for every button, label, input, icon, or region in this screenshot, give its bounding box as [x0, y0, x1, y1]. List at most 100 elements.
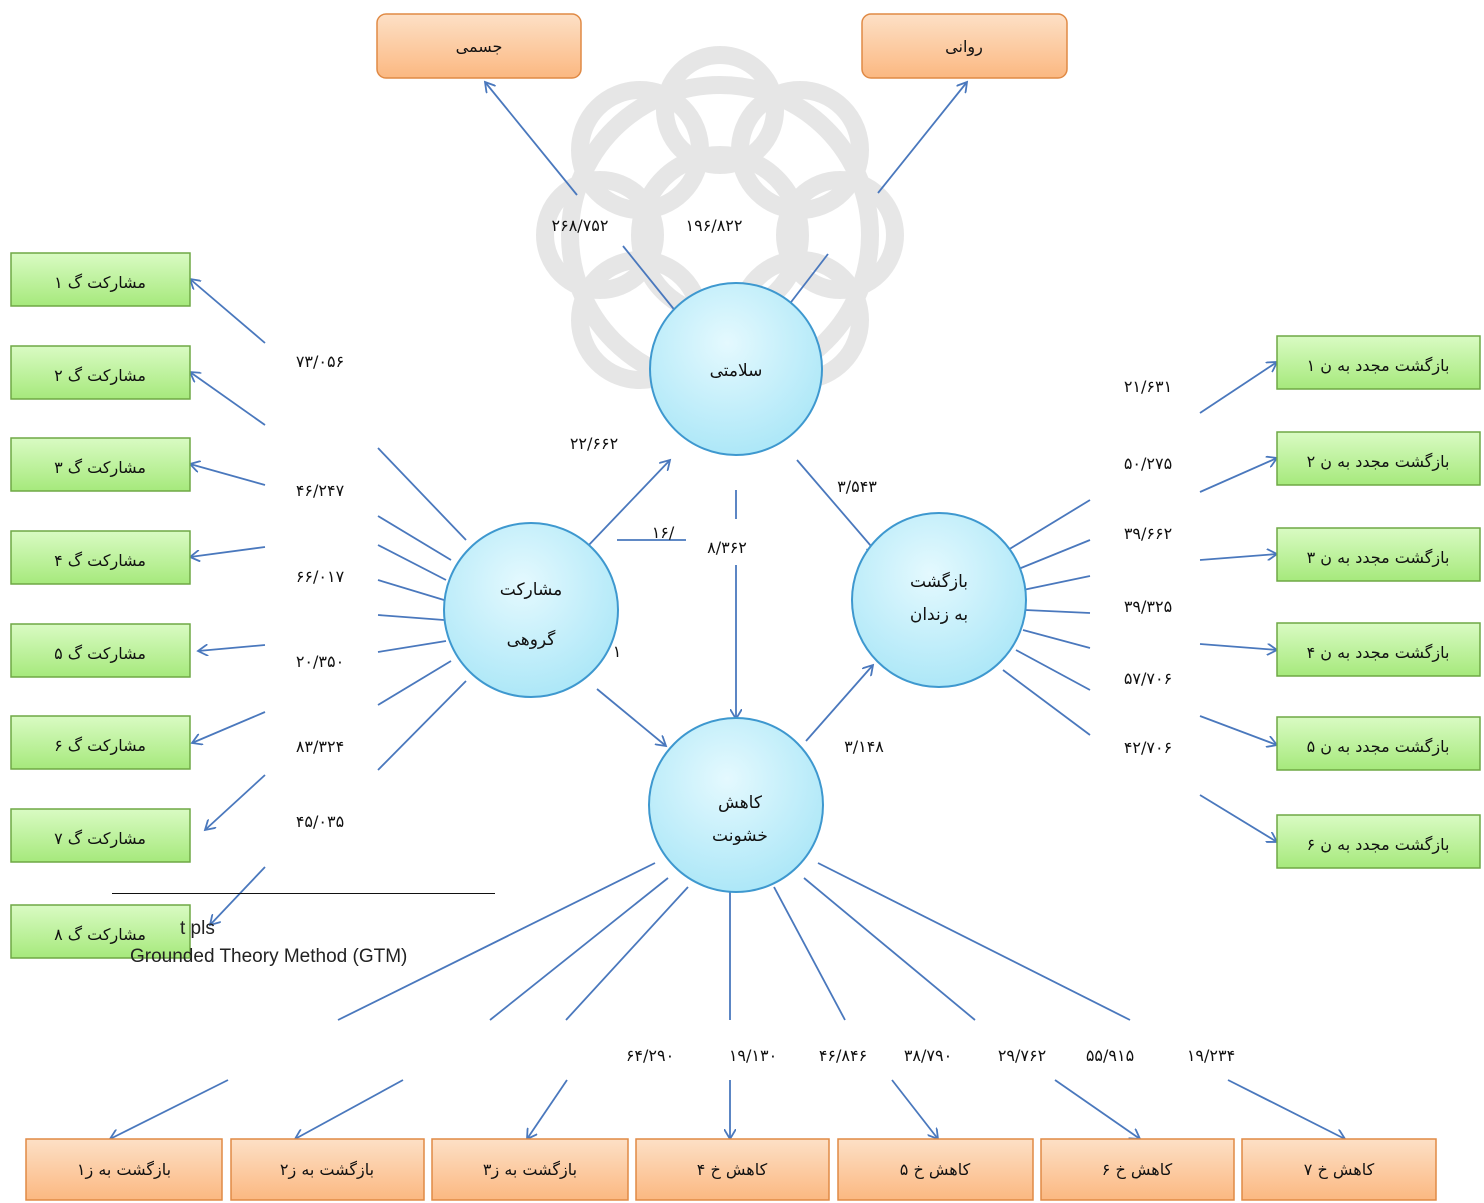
indicator-box-g4: مشارکت گ ۴ [10, 530, 191, 585]
right-indicator-boxes: بازگشت مجدد به ن ۱ بازگشت مجدد به ن ۲ با… [1276, 335, 1481, 869]
indicator-label: مشارکت گ ۶ [54, 736, 146, 756]
arrow-to-bottom-indicator-3 [527, 1079, 568, 1139]
edge-violence-indicator-1 [337, 862, 656, 1021]
diagram-edges [110, 82, 1345, 1139]
indicator-label: کاهش خ ۴ [697, 1160, 768, 1180]
edge-recidivism-indicator-1 [1002, 499, 1091, 554]
loading-value: ۴۶/۲۴۷ [296, 481, 345, 500]
indicator-box-z2: بازگشت به ز۲ [230, 1138, 425, 1201]
footnote-separator [112, 893, 495, 894]
indicator-label: کاهش خ ۷ [1304, 1160, 1375, 1180]
loading-value: ۸۳/۳۲۴ [296, 737, 344, 756]
arrow-to-indicator-n3 [1199, 554, 1277, 561]
path-value-participation-health: ۲۲/۶۶۲ [570, 434, 618, 453]
edge-violence-indicator-3 [565, 886, 689, 1021]
indicator-label: بازگشت مجدد به ن ۱ [1307, 356, 1450, 376]
arrow-participation-to-violence [596, 688, 666, 746]
indicator-label: مشارکت گ ۴ [54, 551, 146, 571]
edge-violence-indicator-2 [489, 877, 669, 1021]
edge-participation-indicator-5 [377, 614, 445, 621]
arrow-to-indicator-n2 [1199, 458, 1277, 493]
footnote-line1: t pls [180, 918, 215, 939]
path-value-violence-recidivism: ۳/۱۴۸ [844, 737, 884, 756]
edge-participation-indicator-6 [377, 640, 447, 653]
arrow-to-indicator-g5 [198, 644, 266, 651]
loading-value: ۶۴/۲۹۰ [626, 1046, 674, 1065]
loading-value: ۱۹/۲۳۴ [1187, 1046, 1235, 1065]
indicator-box-g8: مشارکت گ ۸ [10, 904, 191, 959]
node-violence-line1: کاهش [718, 793, 763, 813]
indicator-box-kh6: کاهش خ ۶ [1040, 1138, 1235, 1201]
edge-violence-indicator-7 [817, 862, 1131, 1021]
right-loading-values: ۲۱/۶۳۱ ۵۰/۲۷۵ ۳۹/۶۶۲ ۳۹/۳۲۵ ۵۷/۷۰۶ ۴۲/۷۰… [1124, 377, 1172, 757]
arrow-health-to-recidivism [796, 459, 877, 553]
edge-violence-indicator-6 [803, 877, 976, 1021]
indicator-box-g3: مشارکت گ ۳ [10, 437, 191, 492]
arrow-to-indicator-g2 [190, 372, 266, 426]
node-recidivism-line2: به زندان [910, 605, 968, 625]
indicator-box-n5: بازگشت مجدد به ن ۵ [1276, 716, 1481, 771]
bottom-indicator-boxes: بازگشت به ز۱ بازگشت به ز۲ بازگشت به ز۳ ک… [25, 1138, 1437, 1201]
edge-recidivism-indicator-7 [1002, 669, 1091, 736]
indicator-box-kh7: کاهش خ ۷ [1241, 1138, 1437, 1201]
indicator-label: مشارکت گ ۷ [54, 829, 146, 849]
node-violence-reduction: کاهش خشونت [648, 717, 824, 893]
indicator-label: بازگشت به ز۱ [77, 1160, 171, 1180]
indicator-box-kh4: کاهش خ ۴ [635, 1138, 830, 1201]
indicator-label: مشارکت گ ۵ [54, 644, 146, 664]
indicator-box-z1: بازگشت به ز۱ [25, 1138, 223, 1201]
loading-value: ۷۳/۰۵۶ [296, 352, 344, 371]
node-recidivism-line1: بازگشت [910, 571, 968, 592]
edge-recidivism-indicator-3 [1022, 575, 1091, 591]
loading-value: ۴۵/۰۳۵ [296, 812, 344, 831]
arrow-to-indicator-g8 [210, 866, 266, 925]
indicator-box-g6: مشارکت گ ۶ [10, 715, 191, 770]
indicator-label: مشارکت گ ۸ [54, 925, 146, 945]
indicator-box-n4: بازگشت مجدد به ن ۴ [1276, 622, 1481, 677]
loading-value: ۲۱/۶۳۱ [1124, 377, 1172, 396]
indicator-label: کاهش خ ۵ [900, 1160, 971, 1180]
indicator-box-n3: بازگشت مجدد به ن ۳ [1276, 527, 1481, 582]
indicator-box-n6: بازگشت مجدد به ن ۶ [1276, 814, 1481, 869]
indicator-label: کاهش خ ۶ [1102, 1160, 1173, 1180]
loading-value: ۳۸/۷۹۰ [904, 1046, 952, 1065]
indicator-label: بازگشت مجدد به ن ۳ [1307, 548, 1450, 568]
loading-value: ۲۹/۷۶۲ [998, 1046, 1046, 1065]
indicator-label: مشارکت گ ۲ [54, 366, 146, 386]
indicator-box-n2: بازگشت مجدد به ن ۲ [1276, 431, 1481, 486]
top-loading-values: ۲۶۸/۷۵۲ ۱۹۶/۸۲۲ [552, 216, 743, 235]
left-loading-values: ۷۳/۰۵۶ ۴۶/۲۴۷ ۶۶/۰۱۷ ۲۰/۳۵۰ ۸۳/۳۲۴ ۴۵/۰۳… [296, 352, 345, 831]
edge-recidivism-indicator-5 [1022, 629, 1091, 649]
edge-participation-indicator-1 [377, 447, 467, 541]
loading-value: ۶۶/۰۱۷ [296, 567, 345, 586]
arrow-to-indicator-n6 [1199, 794, 1277, 842]
box-mental-label: روانی [945, 37, 983, 57]
path-value-stray: ۱ [613, 642, 622, 661]
indicator-label: مشارکت گ ۳ [54, 458, 146, 478]
path-value-health-recidivism: ۳/۵۴۳ [837, 477, 877, 496]
node-participation-line2: گروهی [507, 629, 557, 650]
edge-recidivism-indicator-4 [1024, 609, 1091, 614]
loading-value: ۳۹/۶۶۲ [1124, 524, 1172, 543]
node-health-label: سلامتی [710, 361, 763, 381]
arrow-to-physical [485, 82, 578, 196]
arrow-to-indicator-n5 [1199, 715, 1277, 745]
path-value-health-violence: ۸/۳۶۲ [707, 538, 747, 557]
indicator-label: بازگشت مجدد به ن ۲ [1307, 452, 1450, 472]
loading-value: ۴۶/۸۴۶ [819, 1046, 867, 1065]
node-violence-line2: خشونت [712, 826, 768, 846]
loading-value: ۲۶۸/۷۵۲ [552, 216, 609, 235]
arrow-to-indicator-g4 [190, 546, 266, 557]
arrow-to-indicator-n4 [1199, 643, 1277, 650]
left-indicator-boxes: مشارکت گ ۱ مشارکت گ ۲ مشارکت گ ۳ مشارکت … [10, 252, 191, 959]
loading-value: ۳۹/۳۲۵ [1124, 597, 1172, 616]
arrow-to-bottom-indicator-7 [1227, 1079, 1345, 1139]
indicator-label: بازگشت به ز۳ [483, 1160, 577, 1180]
indicator-label: بازگشت مجدد به ن ۵ [1307, 737, 1450, 757]
loading-value: ۱۹۶/۸۲۲ [686, 216, 743, 235]
node-health: سلامتی [649, 282, 823, 456]
indicator-box-z3: بازگشت به ز۳ [431, 1138, 629, 1201]
edge-violence-indicator-5 [773, 886, 846, 1021]
indicator-box-n1: بازگشت مجدد به ن ۱ [1276, 335, 1481, 390]
arrow-violence-to-recidivism [805, 665, 873, 742]
